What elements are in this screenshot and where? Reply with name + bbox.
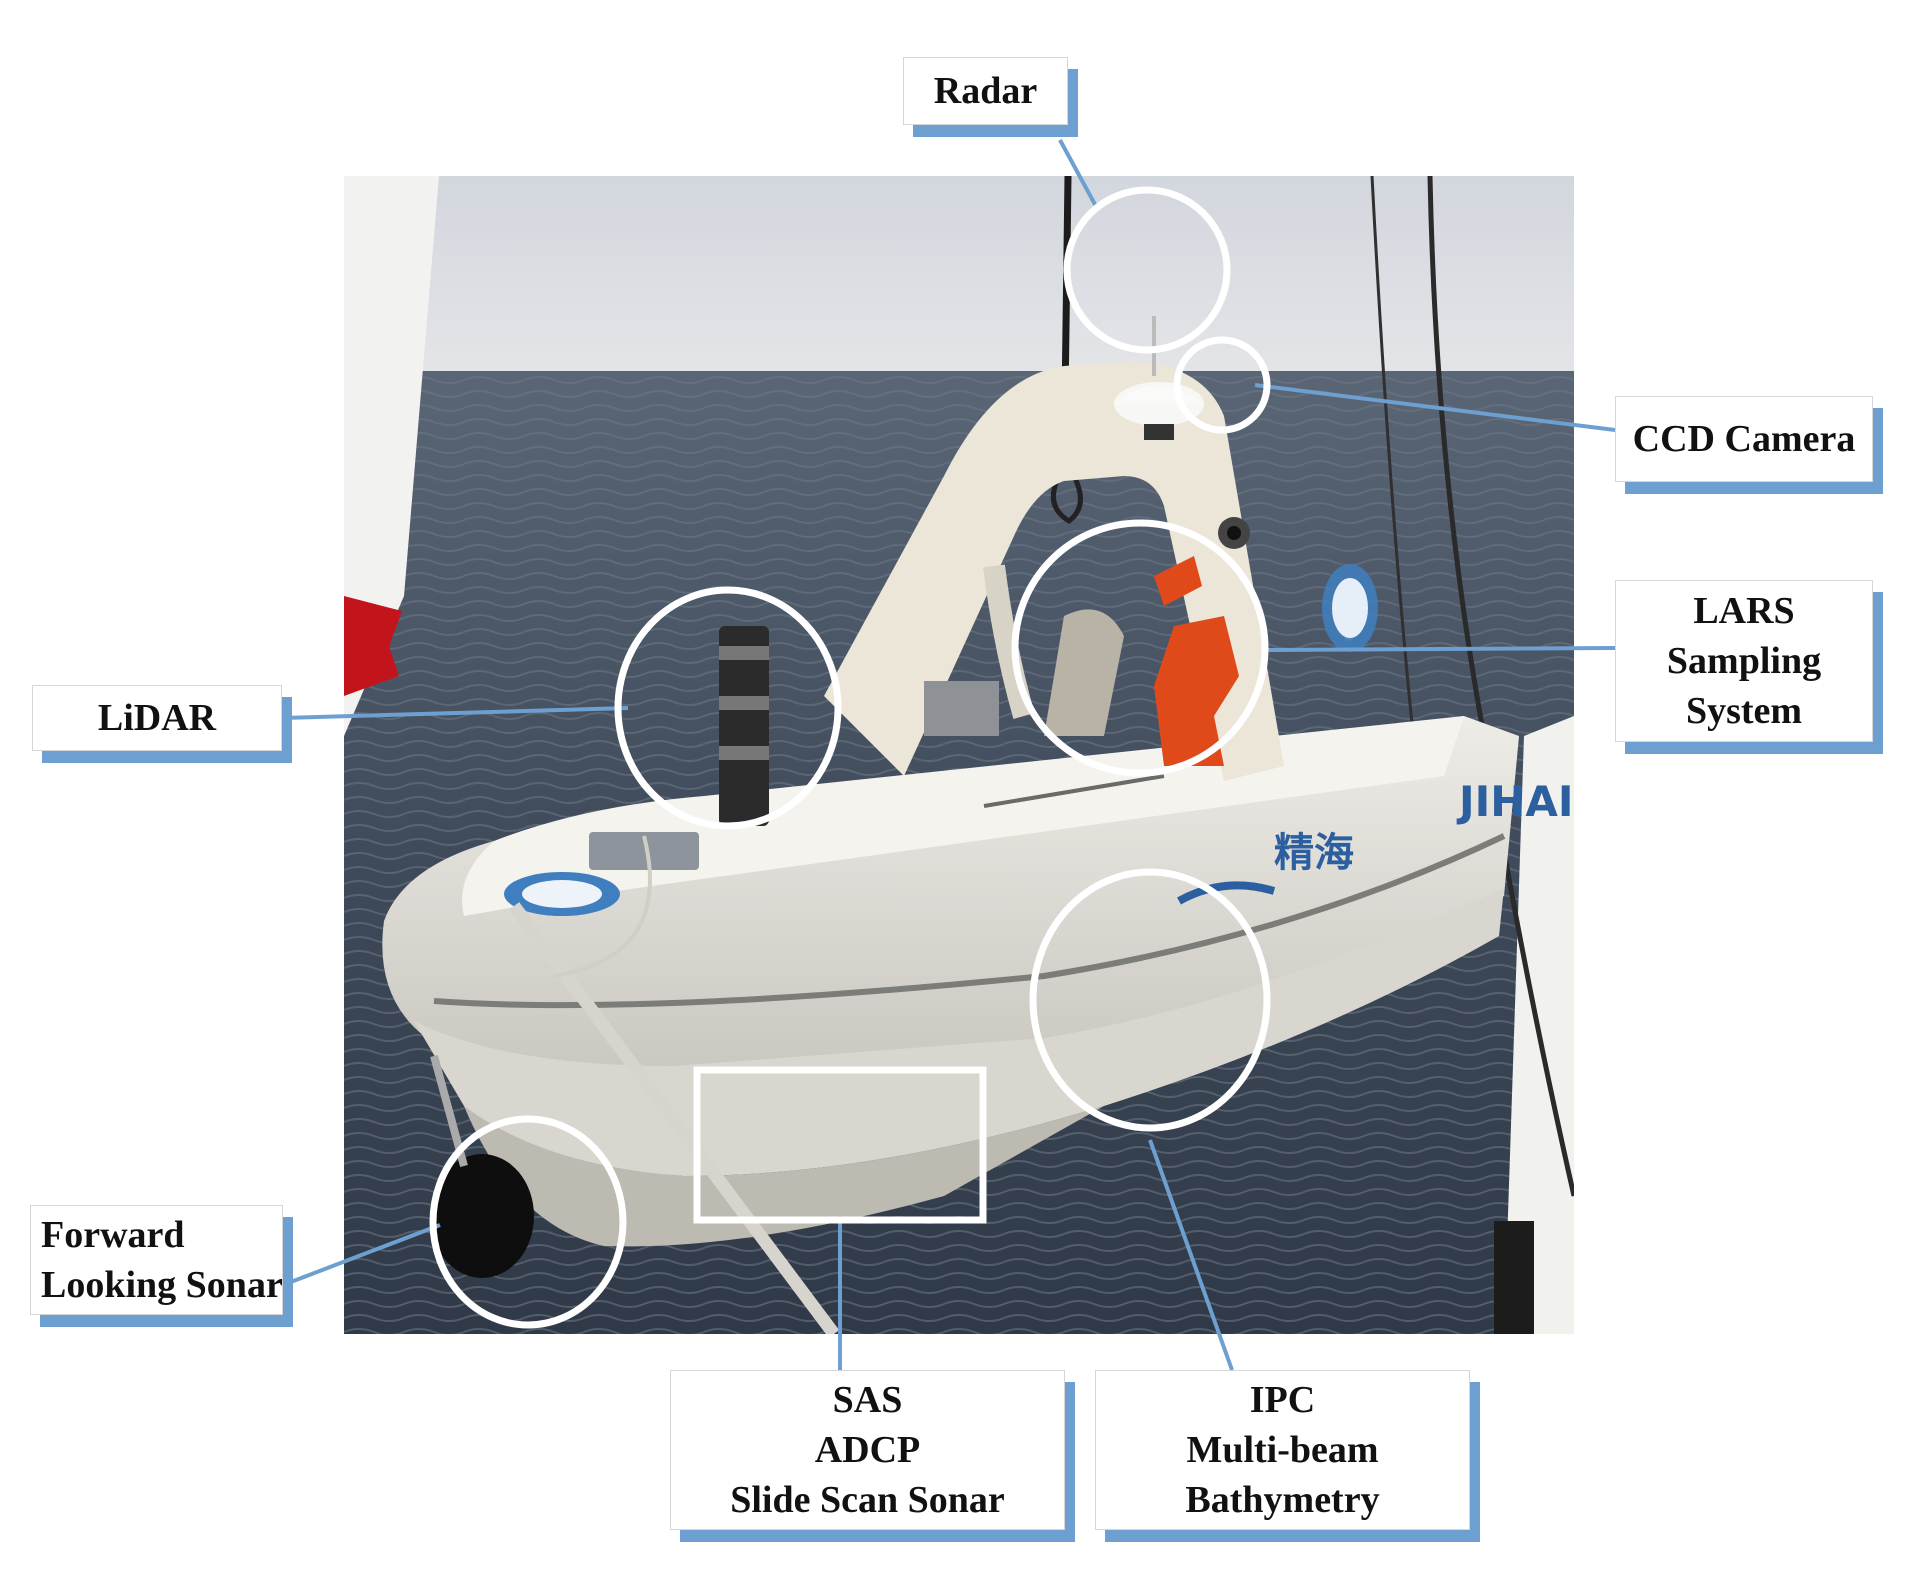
usv-photo: 精海 JIHAI bbox=[344, 176, 1574, 1334]
label-forward-looking-sonar: Forward Looking Sonar bbox=[30, 1205, 283, 1315]
label-lidar: LiDAR bbox=[32, 685, 282, 751]
label-radar: Radar bbox=[903, 57, 1068, 125]
label-sas-adcp-slide-scan-sonar: SAS ADCP Slide Scan Sonar bbox=[670, 1370, 1065, 1530]
hull-name-latin: JIHAI bbox=[1456, 777, 1574, 826]
hull-name-chinese: 精海 bbox=[1274, 830, 1354, 876]
label-ccd-camera: CCD Camera bbox=[1615, 396, 1873, 482]
label-ipc-multibeam-bathymetry: IPC Multi-beam Bathymetry bbox=[1095, 1370, 1470, 1530]
label-lars-sampling-system: LARS Sampling System bbox=[1615, 580, 1873, 742]
